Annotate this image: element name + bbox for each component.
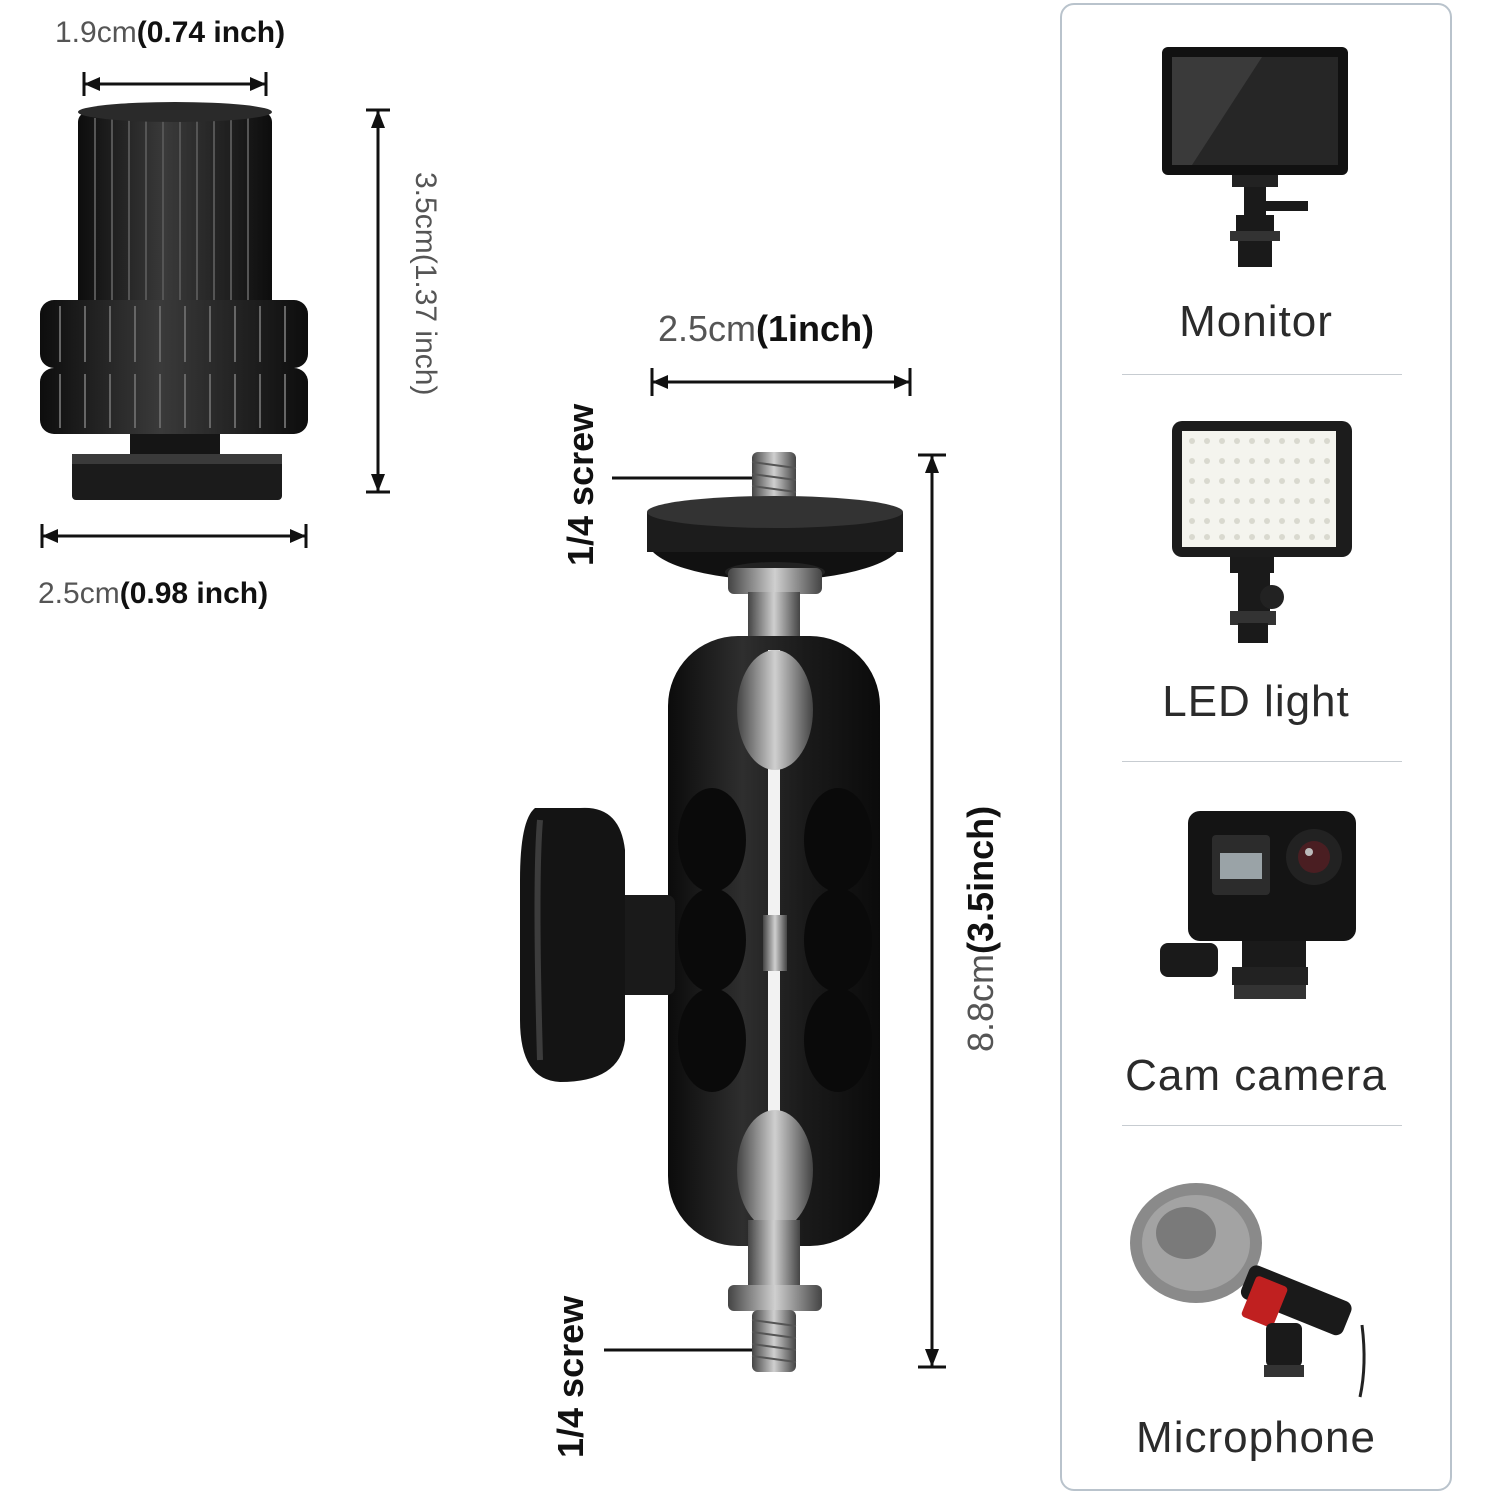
device-label: Cam camera [1125,1051,1387,1100]
base-width-label: 2.5cm(0.98 inch) [38,577,269,610]
device-label: Microphone [1136,1413,1376,1462]
led-light-icon [1172,421,1352,643]
device-label: Monitor [1179,297,1333,346]
top-width-label: 1.9cm(0.74 inch) [55,16,286,49]
divider [1122,1125,1402,1126]
divider [1122,374,1402,375]
microphone-icon [1130,1183,1366,1398]
height-label: 3.5cm(1.37 inch) [409,172,442,396]
divider [1122,761,1402,762]
arm-length-label: 8.8cm(3.5inch) [960,805,1001,1052]
action-camera-icon [1160,811,1356,999]
arm-width-label: 2.5cm(1inch) [658,308,875,349]
top-screw-label: 1/4 screw [560,403,601,566]
compatible-devices-panel: Monitor LED light [1060,3,1452,1491]
monitor-icon [1162,47,1348,267]
bottom-screw-label: 1/4 screw [550,1295,591,1458]
device-label: LED light [1162,677,1350,726]
